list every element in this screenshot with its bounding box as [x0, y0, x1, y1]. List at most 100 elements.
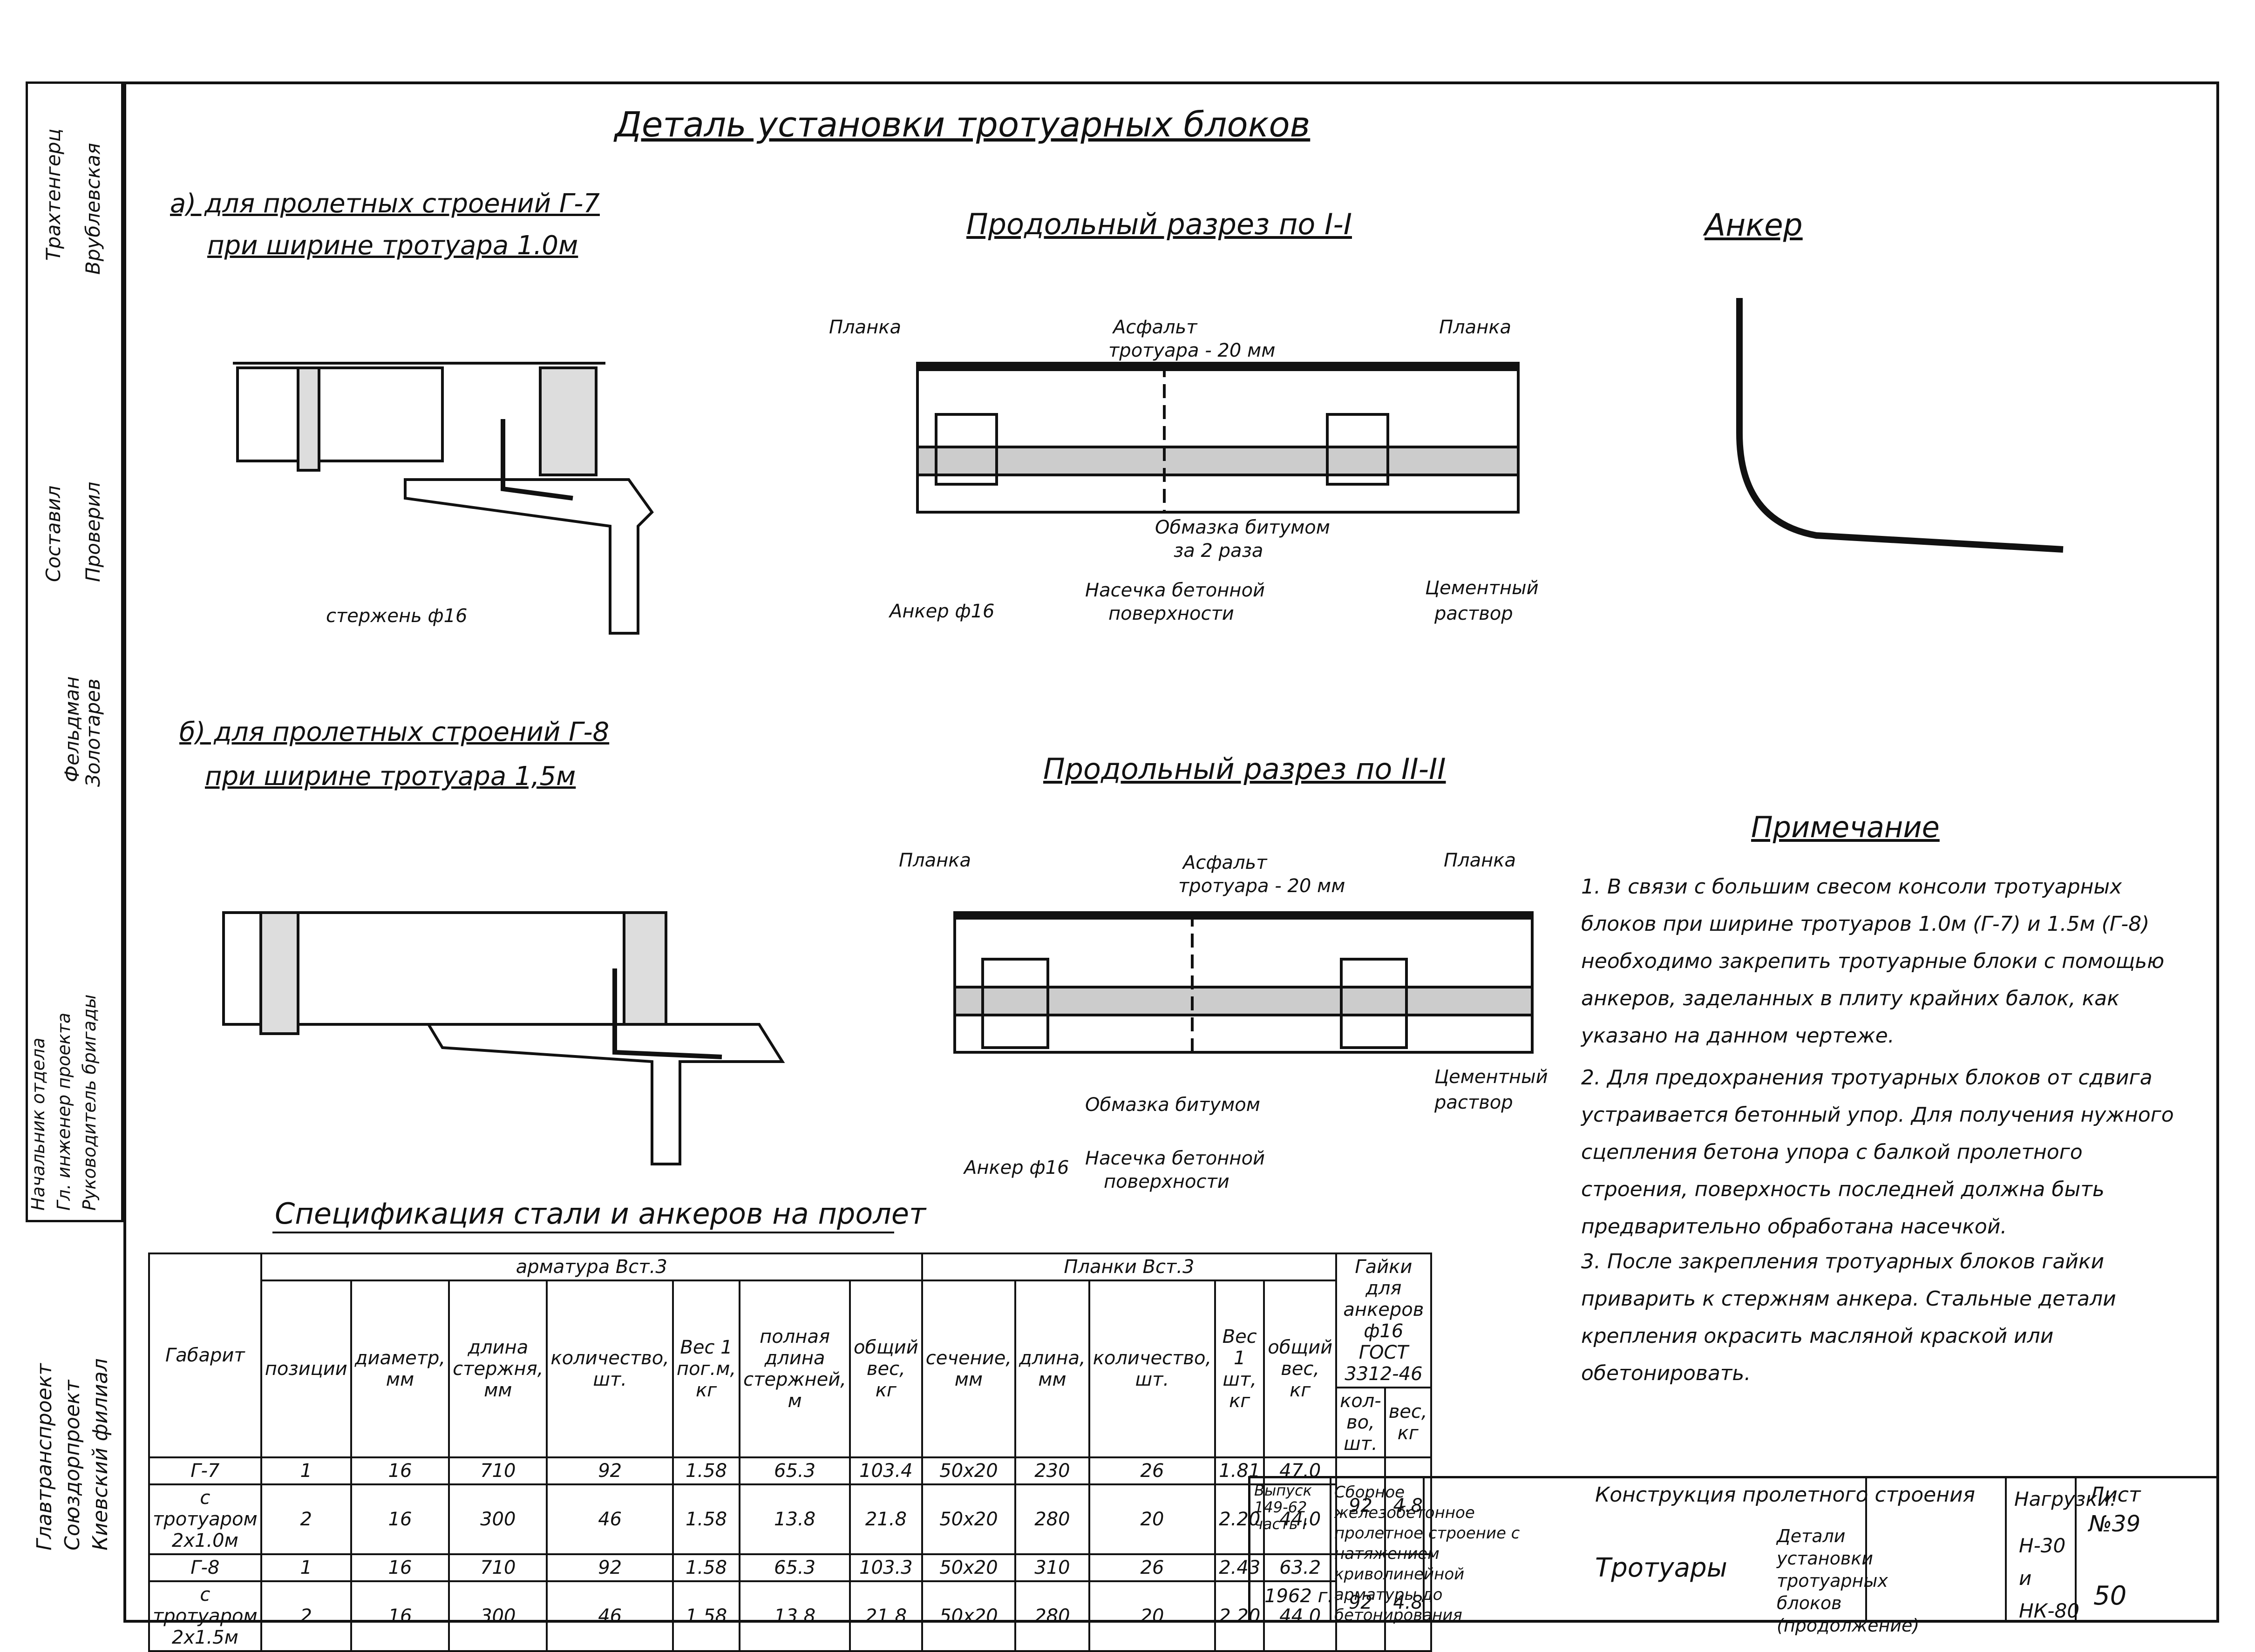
spec-cell: 103.3 [849, 1553, 923, 1582]
spec-cell: 16 [350, 1456, 450, 1485]
label-poverhnosti-2: поверхности [1104, 1171, 1229, 1192]
spec-cell: 92 [546, 1456, 674, 1485]
spec-cell: 50х20 [921, 1580, 1017, 1652]
note-2: 2. Для предохранения тротуарных блоков о… [1581, 1066, 2174, 1239]
section-a-title: а) для пролетных строений Г-7 [170, 189, 600, 219]
label-planka-4: Планка [1444, 850, 1516, 871]
title-block: Выпуск 149-62 часть I 1962 г. Сборное же… [1248, 1476, 2219, 1636]
spec-cell: 44.0 [1263, 1580, 1338, 1652]
spec-col-head: общий вес, кг [1263, 1280, 1338, 1458]
cut-2-title: Продольный разрез по II-II [1043, 752, 1446, 786]
stamp-loads-label: Нагрузки: [2014, 1488, 2117, 1510]
spec-cell: 2 [260, 1483, 352, 1555]
spec-cell: 50х20 [921, 1553, 1017, 1582]
spec-cell: 26 [1088, 1553, 1216, 1582]
spec-cell: 63.2 [1263, 1553, 1338, 1582]
spec-cell: 44.0 [1263, 1483, 1338, 1555]
spec-col-head: вес, кг [1384, 1387, 1432, 1458]
label-za2raza-1: за 2 раза [1174, 540, 1263, 562]
spec-header-row-3: кол-во, шт.вес, кг [149, 1387, 1432, 1458]
spec-cell: 280 [1014, 1580, 1090, 1652]
spec-col-head: Вес 1 пог.м, кг [672, 1280, 741, 1458]
spec-cell: 280 [1014, 1483, 1090, 1555]
spec-col-head: количество, шт. [546, 1280, 674, 1458]
spec-cell: 65.3 [739, 1456, 851, 1485]
label-sterzhen-1: стержень ф16 [326, 605, 468, 627]
spec-cell: 710 [448, 1456, 548, 1485]
spec-cell: 13.8 [739, 1580, 851, 1652]
cut-1-body [916, 362, 1520, 514]
note-1: 1. В связи с большим свесом консоли трот… [1581, 875, 2165, 1048]
stamp-year: 1962 г. [1264, 1585, 1334, 1607]
spec-cell: 50х20 [921, 1456, 1017, 1485]
cut-1-title: Продольный разрез по I-I [966, 207, 1352, 241]
section-b-subtitle: при ширине тротуара 1,5м [205, 761, 576, 792]
stamp-sheet-name: Тротуары [1595, 1553, 1727, 1583]
stamp-construction: Конструкция пролетного строения [1595, 1483, 1976, 1507]
spec-col-head: длина, мм [1014, 1280, 1090, 1458]
spec-col-head: кол-во, шт. [1335, 1387, 1386, 1458]
label-obmazka-1: Обмазка битумом [1155, 517, 1330, 538]
spec-cell: 310 [1014, 1553, 1090, 1582]
label-anker-2: Анкер ф16 [964, 1157, 1069, 1178]
spec-cell: 1.58 [672, 1483, 741, 1555]
spec-col-head: количество, шт. [1088, 1280, 1216, 1458]
label-planka-2: Планка [1439, 317, 1511, 338]
label-nasechka-2: Насечка бетонной [1085, 1148, 1265, 1169]
spec-cell: 92 [546, 1553, 674, 1582]
spec-nut-qty: 92 [1335, 1553, 1386, 1652]
spec-col-head: позиции [260, 1280, 352, 1458]
label-trotuara-2: тротуара - 20 мм [1178, 875, 1345, 897]
spec-cell: 20 [1088, 1483, 1216, 1555]
cut-2-body [953, 911, 1534, 1054]
stamp-series: Сборное железобетонное пролетное строени… [1334, 1483, 1520, 1625]
label-planka-3: Планка [899, 850, 971, 871]
spec-col-head: длина стержня, мм [448, 1280, 548, 1458]
spec-cell: 230 [1014, 1456, 1090, 1485]
spec-gabarit-sub: с тротуаром 2х1.0м [148, 1483, 262, 1555]
spec-col-head: полная длина стержней, м [739, 1280, 851, 1458]
label-asfalt-2: Асфальт [1183, 852, 1267, 873]
stamp-sheet-label: Лист [2089, 1483, 2141, 1507]
label-planka-1: Планка [829, 317, 901, 338]
spec-nut-qty: 92 [1335, 1456, 1386, 1555]
spec-cell: 16 [350, 1580, 450, 1652]
note-3: 3. После закрепления тротуарных блоков г… [1581, 1250, 2116, 1385]
spec-cell: 16 [350, 1553, 450, 1582]
spec-gabarit: Г-8 [148, 1553, 262, 1582]
spec-cell: 103.4 [849, 1456, 923, 1485]
spec-cell: 21.8 [849, 1580, 923, 1652]
spec-cell: 65.3 [739, 1553, 851, 1582]
label-poverhnosti-1: поверхности [1108, 603, 1234, 624]
label-trotuara-1: тротуара - 20 мм [1108, 340, 1276, 361]
approval-strip [26, 81, 123, 1222]
label-asfalt-1: Асфальт [1113, 317, 1197, 338]
stamp-page: 50 [2093, 1581, 2127, 1611]
stamp-issue: Выпуск 149-62 часть I [1254, 1482, 1312, 1533]
spec-cell: 1 [260, 1553, 352, 1582]
spec-col-head: сечение, мм [921, 1280, 1017, 1458]
spec-col-head: общий вес, кг [849, 1280, 923, 1458]
label-nasechka-1: Насечка бетонной [1085, 580, 1265, 601]
section-a-subtitle: при ширине тротуара 1.0м [207, 230, 578, 261]
spec-cell: 13.8 [739, 1483, 851, 1555]
spec-cell: 2.20 [1214, 1483, 1265, 1555]
spec-cell: 46 [546, 1580, 674, 1652]
spec-cell: 300 [448, 1580, 548, 1652]
block-a [236, 366, 444, 462]
spec-head-arm: арматура Вст.3 [260, 1253, 923, 1281]
anchor-bar [1736, 298, 2064, 553]
spec-cell: 46 [546, 1483, 674, 1555]
spec-cell: 26 [1088, 1456, 1216, 1485]
spec-cell: 1.58 [672, 1456, 741, 1485]
spec-cell: 16 [350, 1483, 450, 1555]
section-b-title: б) для пролетных строений Г-8 [179, 717, 610, 747]
spec-gabarit-sub: с тротуаром 2х1.5м [148, 1580, 262, 1652]
spec-gabarit: Г-7 [148, 1456, 262, 1485]
stamp-sheet-no: №39 [2089, 1511, 2140, 1537]
